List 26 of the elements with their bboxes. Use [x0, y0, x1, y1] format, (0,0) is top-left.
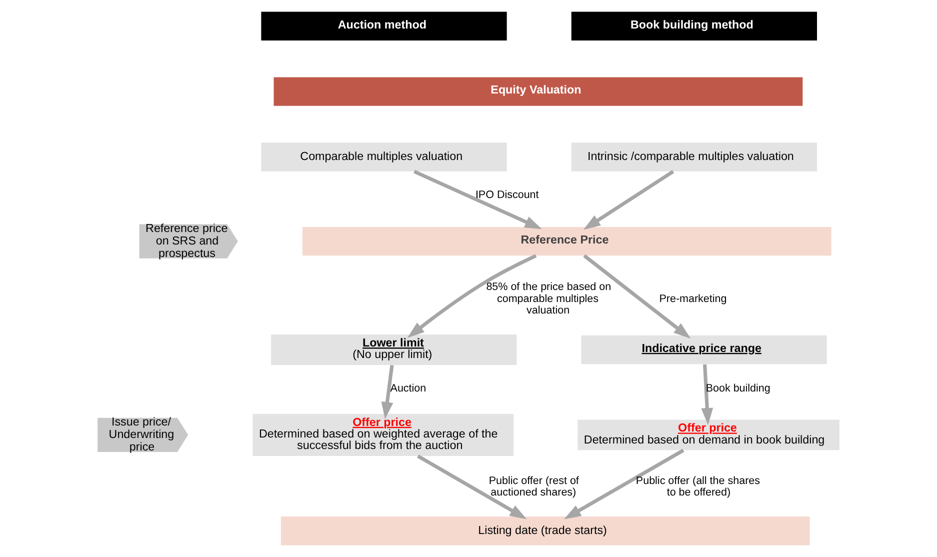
arrow — [417, 454, 527, 520]
node-box: Offer price Determined based on demand in book building — [578, 420, 840, 450]
node-box: Offer price Determined based on weighted average of the successful bids from the auction — [252, 414, 514, 456]
edge-label: Auction — [390, 382, 426, 395]
edge-label: Public offer (all the shares to be offered) — [636, 474, 760, 499]
node-box: Book building method — [571, 12, 817, 40]
arrow — [564, 448, 684, 520]
edge-label: Public offer (rest of auctioned shares) — [488, 474, 579, 499]
arrow — [407, 254, 537, 338]
node-box: Equity Valuation — [274, 77, 803, 106]
node-box: Lower limit (No upper limit) — [271, 334, 517, 365]
edge-label: IPO Discount — [475, 188, 539, 201]
node-box: Comparable multiples valuation — [261, 142, 507, 172]
node-box: Intrinsic /comparable multiples valuation — [571, 142, 817, 172]
edge-label: 85% of the price based on comparable multiples valuation — [486, 281, 612, 317]
arrow — [583, 170, 674, 230]
node-box: Reference Price — [302, 226, 832, 256]
arrow — [701, 364, 714, 426]
arrow — [583, 254, 691, 338]
edge-label: Pre-marketing — [659, 292, 727, 305]
node-box: Indicative price range — [581, 335, 827, 364]
node-box: Auction method — [261, 12, 507, 40]
node-box: Listing date (trade starts) — [280, 516, 810, 546]
arrow — [413, 170, 542, 230]
edge-label: Book building — [706, 382, 770, 395]
arrow — [381, 364, 394, 420]
